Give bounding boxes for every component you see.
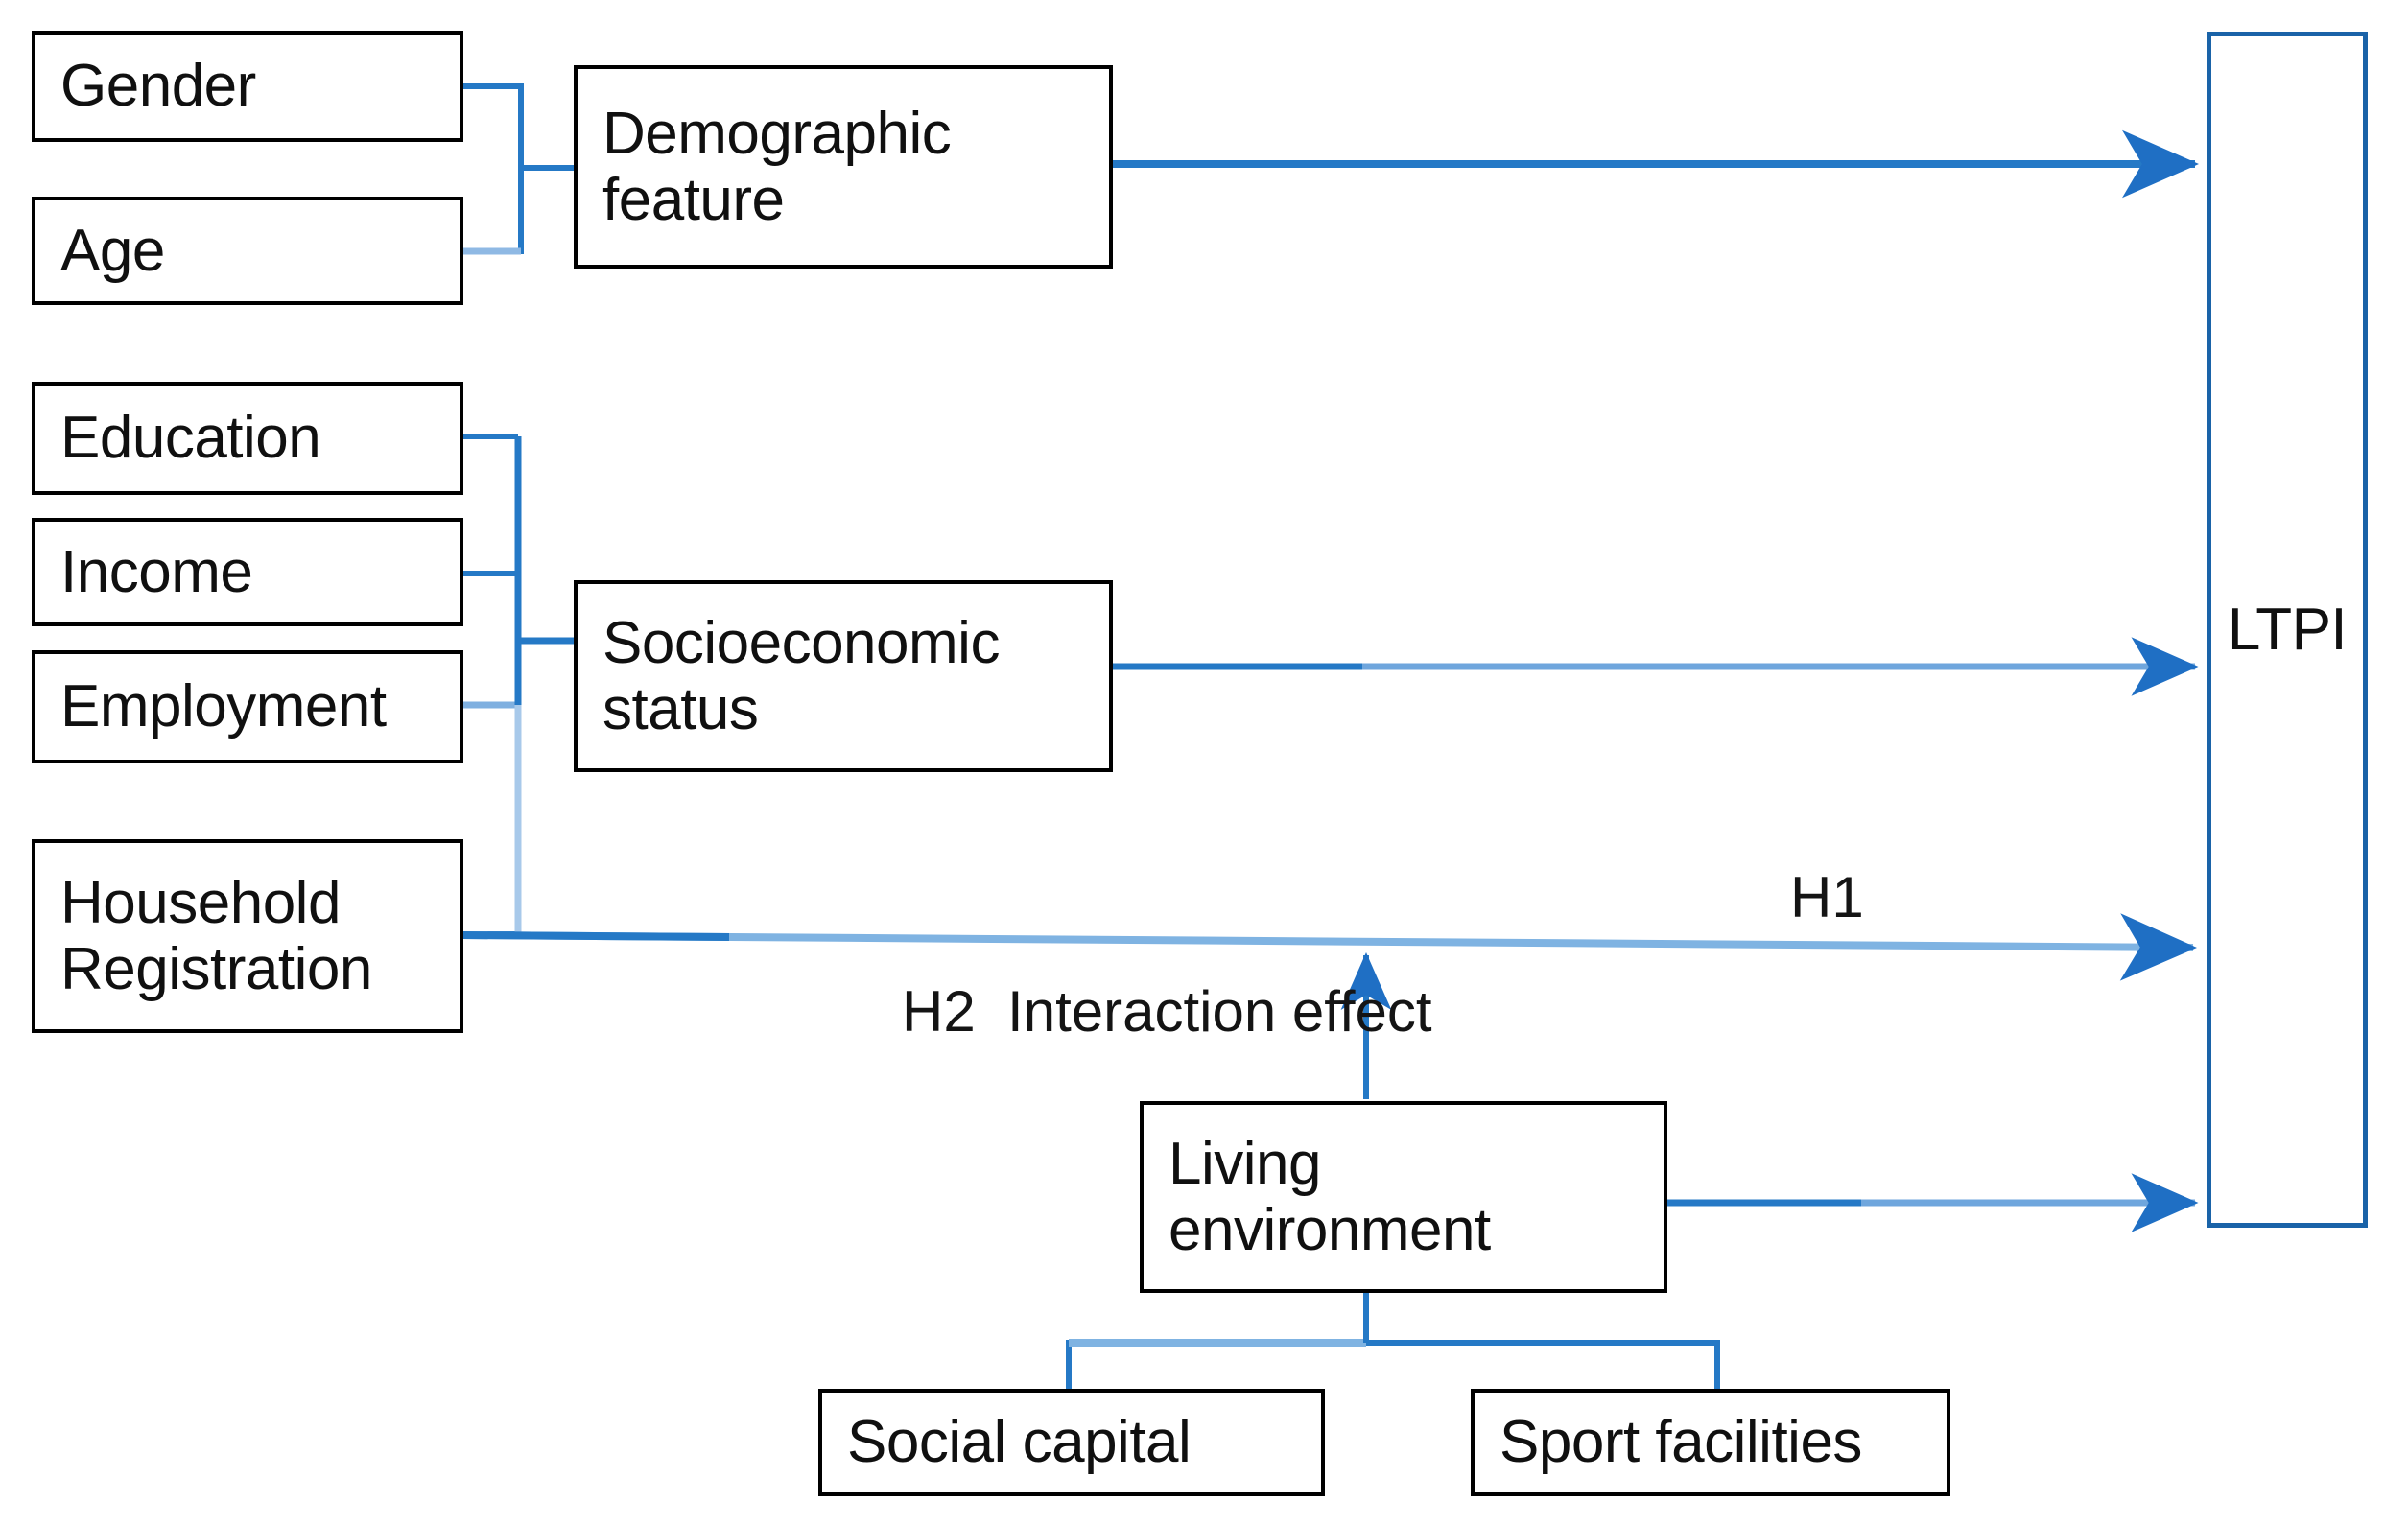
node-gender[interactable]: Gender (32, 31, 463, 142)
node-socioeconomic-status-label: Socioeconomic status (602, 609, 1000, 742)
node-employment[interactable]: Employment (32, 650, 463, 763)
edge-household-to-ltpi-h1 (462, 913, 2197, 981)
node-socioeconomic-status[interactable]: Socioeconomic status (574, 580, 1113, 772)
node-sport-facilities-label: Sport facilities (1499, 1409, 1862, 1476)
node-education-label: Education (60, 405, 321, 472)
node-household-registration[interactable]: Household Registration (32, 839, 463, 1033)
node-ltpi-label: LTPI (2227, 596, 2348, 663)
label-h2-interaction-effect: H2 Interaction effect (902, 979, 1432, 1044)
node-gender-label: Gender (60, 53, 256, 120)
node-age[interactable]: Age (32, 197, 463, 305)
node-income-label: Income (60, 538, 253, 605)
node-living-environment[interactable]: Living environment (1140, 1101, 1667, 1293)
node-education[interactable]: Education (32, 382, 463, 495)
node-living-environment-label: Living environment (1169, 1130, 1491, 1263)
node-demographic-feature[interactable]: Demographic feature (574, 65, 1113, 269)
node-age-label: Age (60, 217, 165, 284)
edge-ses-indicators-trunk (463, 434, 574, 939)
node-sport-facilities[interactable]: Sport facilities (1471, 1389, 1950, 1496)
edge-gender-age-to-demographic (463, 83, 574, 255)
node-household-registration-label: Household Registration (60, 869, 372, 1002)
node-social-capital-label: Social capital (847, 1409, 1192, 1476)
node-social-capital[interactable]: Social capital (818, 1389, 1325, 1496)
node-ltpi[interactable]: LTPI (2207, 32, 2368, 1228)
node-demographic-feature-label: Demographic feature (602, 100, 952, 233)
node-income[interactable]: Income (32, 518, 463, 626)
edge-living-indicators-bracket (1066, 1293, 1720, 1389)
label-h1: H1 (1790, 865, 1864, 929)
node-employment-label: Employment (60, 673, 387, 740)
